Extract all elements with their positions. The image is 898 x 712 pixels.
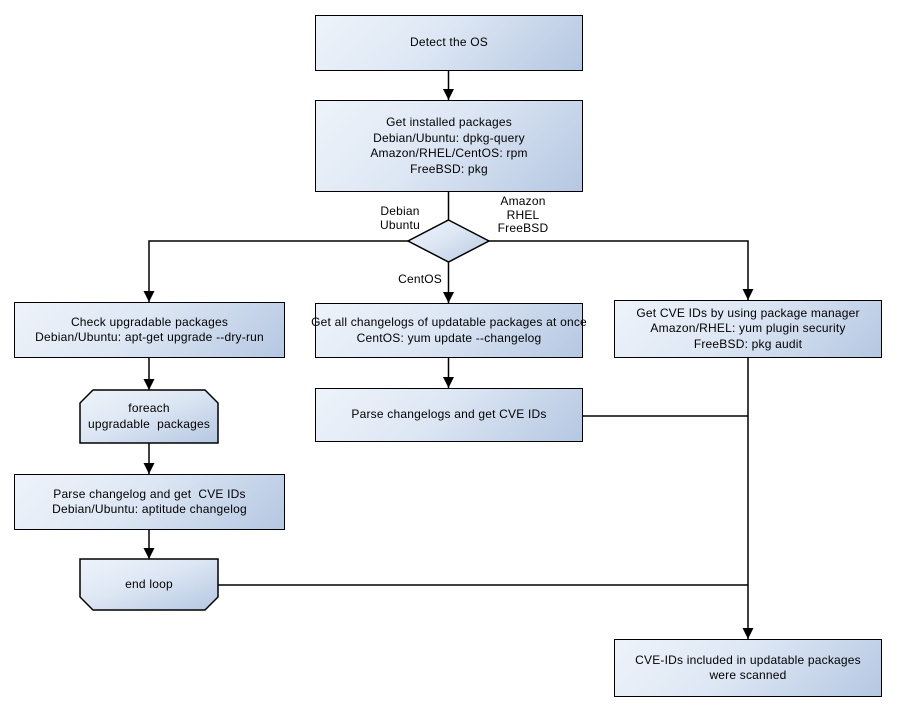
node-get-all-changelogs: Get all changelogs of updatable packages… <box>311 303 587 358</box>
node-detect-os: Detect the OS <box>315 15 583 71</box>
node-text-line: end loop <box>125 576 173 591</box>
node-text-line: FreeBSD: pkg audit <box>693 336 803 351</box>
node-text-line: CentOS: yum update --changelog <box>356 330 542 345</box>
arrowhead <box>143 291 155 302</box>
arrowhead <box>742 628 754 639</box>
node-check-upgradable: Check upgradable packages Debian/Ubuntu:… <box>14 302 285 358</box>
node-text-line: Debian/Ubuntu: aptitude changelog <box>52 502 247 516</box>
arrowhead <box>143 463 155 474</box>
node-text-line: Check upgradable packages <box>70 314 229 329</box>
edge-label-line: CentOS <box>398 272 442 286</box>
edge-label-line: RHEL <box>506 207 540 222</box>
node-foreach-loop: foreach upgradable packages <box>80 390 218 443</box>
edge-label-centos: CentOS <box>380 272 442 287</box>
arrowhead <box>742 289 754 300</box>
edge-decision-to-get-cve <box>488 240 749 300</box>
node-text-line: Detect the OS <box>410 35 488 50</box>
edge-label-line: Amazon <box>500 194 546 208</box>
arrowhead <box>443 292 454 303</box>
edge-label-line: Debian <box>380 204 420 218</box>
node-text-line: Get CVE IDs by using package manager <box>636 305 860 320</box>
node-text-line: Parse changelog and get CVE IDs <box>53 486 246 501</box>
decision-diamond <box>406 219 491 263</box>
arrowhead <box>143 379 155 390</box>
edge-label-debian-ubuntu: Debian Ubuntu <box>360 204 440 232</box>
arrowhead <box>443 89 454 100</box>
node-parse-changelogs-centos: Parse changelogs and get CVE IDs <box>315 388 583 442</box>
arrowhead <box>443 377 454 388</box>
node-text-line: were scanned <box>709 668 787 682</box>
node-parse-changelog-debian: Parse changelog and get CVE IDs Debian/U… <box>14 474 285 530</box>
node-text-line: Amazon/RHEL/CentOS: rpm <box>370 146 528 160</box>
node-end-loop: end loop <box>80 559 218 610</box>
node-text-line: Amazon/RHEL: yum plugin security <box>650 321 846 336</box>
node-result-scanned: CVE-IDs included in updatable packages w… <box>614 639 882 697</box>
loop-end-shape <box>79 558 219 611</box>
node-text-line: Parse changelogs and get CVE IDs <box>351 407 547 422</box>
arrowhead <box>143 548 155 559</box>
node-get-cve-package-manager: Get CVE IDs by using package manager Ama… <box>614 300 882 358</box>
edge-label-line: Ubuntu <box>380 217 420 232</box>
node-text-line: FreeBSD: pkg <box>410 161 488 176</box>
node-text-line: Debian/Ubuntu: apt-get upgrade --dry-run <box>35 330 264 344</box>
node-text-line: upgradable packages <box>87 416 211 431</box>
loop-start-shape <box>79 389 219 444</box>
node-text-line: foreach <box>128 401 170 415</box>
node-text-line: Get installed packages <box>386 115 512 129</box>
node-text-line: Get all changelogs of updatable packages… <box>311 315 587 329</box>
edge-label-amazon-rhel-freebsd: Amazon RHEL FreeBSD <box>483 194 563 236</box>
edge-label-line: FreeBSD <box>497 221 549 235</box>
node-text-line: Debian/Ubuntu: dpkg-query <box>373 130 525 145</box>
node-get-installed-packages: Get installed packages Debian/Ubuntu: dp… <box>315 100 583 192</box>
node-text-line: CVE-IDs included in updatable packages <box>635 652 861 667</box>
edge-decision-to-check-upgradable <box>148 240 409 302</box>
